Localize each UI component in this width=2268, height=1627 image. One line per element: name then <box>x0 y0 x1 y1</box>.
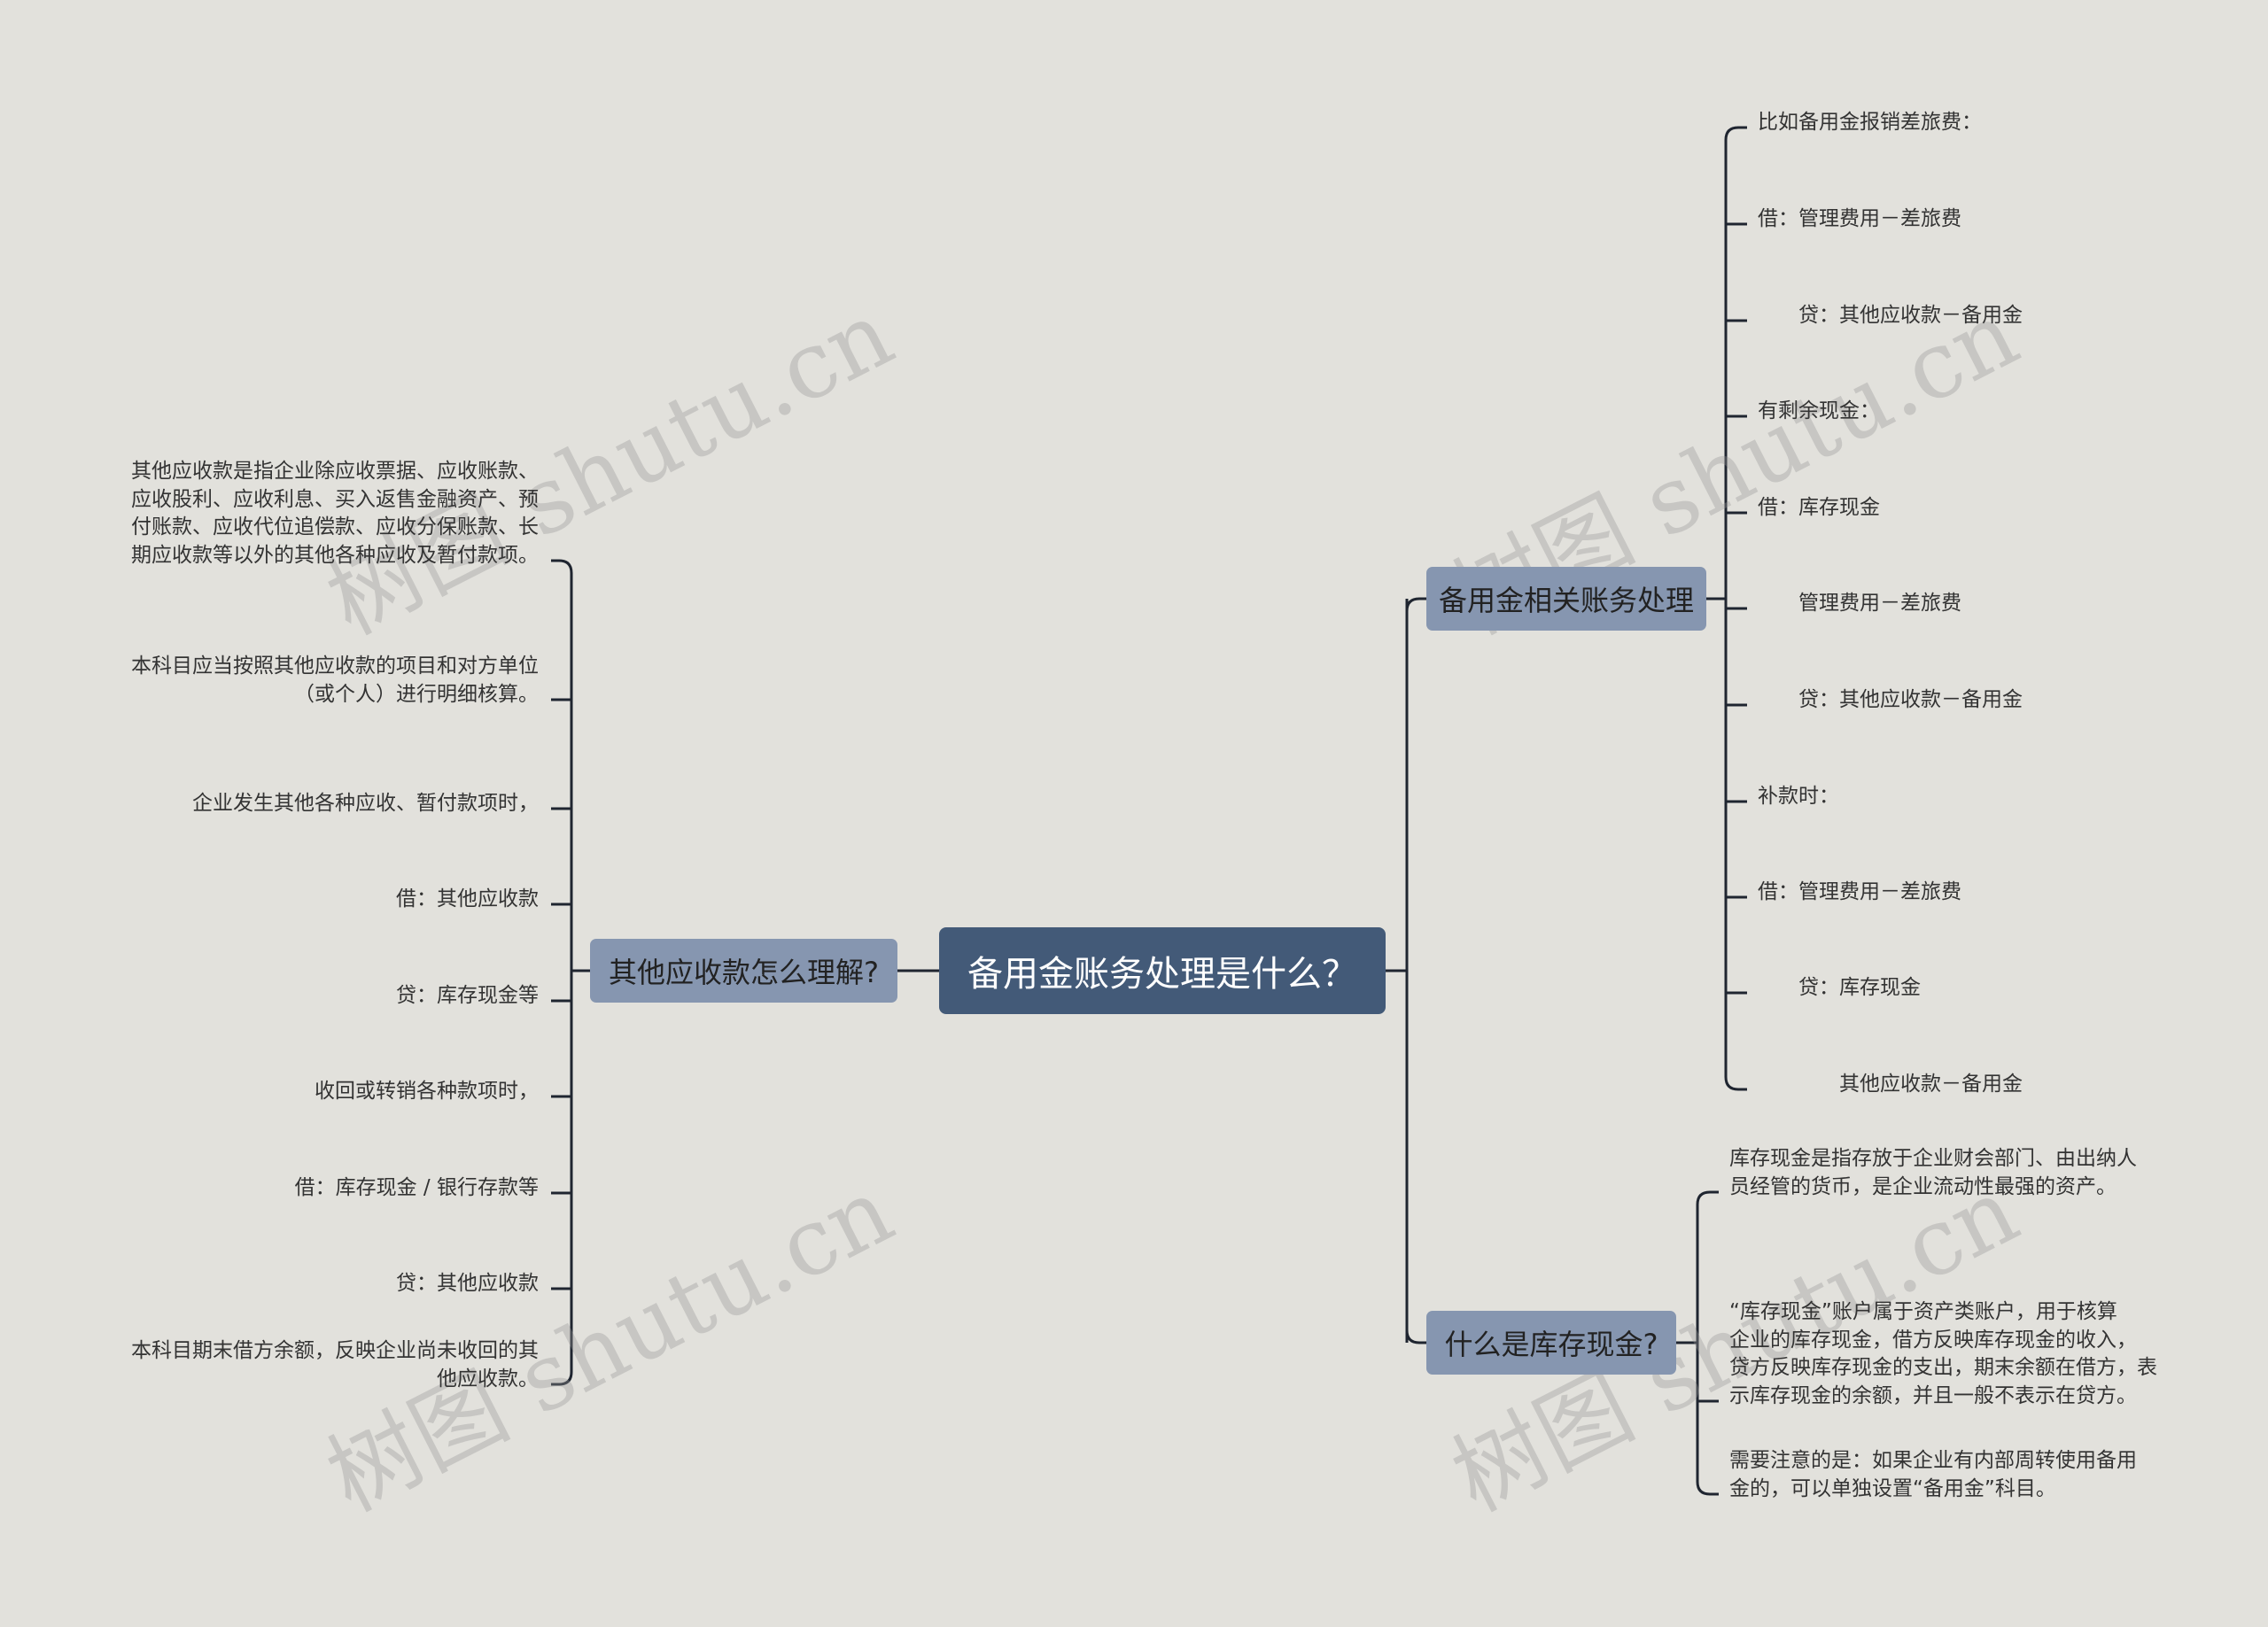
right-leaf-text: 管理费用－差旅费 <box>1758 591 1961 615</box>
right-leaf-text: 借：管理费用－差旅费 <box>1758 206 1961 230</box>
right-leaf-text: 有剩余现金： <box>1758 399 1880 422</box>
connector-line <box>1724 1076 1747 1091</box>
cash-leaf-text: “库存现金”账户属于资产类账户，用于核算 企业的库存现金，借方反映库存现金的收入… <box>1729 1300 2157 1407</box>
left-leaf-text: 借：库存现金 / 银行存款等 <box>294 1175 539 1199</box>
left-leaf-text: 贷：其他应收款 <box>396 1271 539 1295</box>
left-leaf-text: 收回或转销各种款项时， <box>315 1079 539 1103</box>
left-leaf-text: 其他应收款是指企业除应收票据、应收账款、 应收股利、应收利息、买入返售金融资产、… <box>131 460 539 567</box>
left-leaf-text: 本科目期末借方余额，反映企业尚未收回的其 他应收款。 <box>131 1339 539 1391</box>
branch-petty-cash-accounting[interactable]: 备用金相关账务处理 <box>1426 567 1706 631</box>
connector-line <box>551 559 573 574</box>
left-leaf-text: 企业发生其他各种应收、暂付款项时， <box>192 791 539 815</box>
left-leaf-text: 借：其他应收款 <box>396 887 539 910</box>
connector-line <box>551 1371 573 1386</box>
right-leaf-text: 贷：其他应收款－备用金 <box>1758 687 2023 711</box>
root-topic[interactable]: 备用金账务处理是什么？ <box>939 927 1386 1014</box>
left-leaf-text: 贷：库存现金等 <box>396 983 539 1007</box>
connector-line <box>1696 1481 1719 1496</box>
right-leaf-text: 比如备用金报销差旅费： <box>1758 110 1982 134</box>
branch-cash-on-hand[interactable]: 什么是库存现金? <box>1426 1311 1676 1375</box>
right-leaf-text: 贷：其他应收款－备用金 <box>1758 303 2023 327</box>
branch-other-receivables[interactable]: 其他应收款怎么理解? <box>590 939 897 1003</box>
right-leaf-text: 其他应收款－备用金 <box>1758 1072 2023 1096</box>
cash-leaf-text: 库存现金是指存放于企业财会部门、由出纳人 员经管的货币，是企业流动性最强的资产。 <box>1729 1147 2137 1198</box>
connector-line <box>1696 1190 1719 1205</box>
connector-line <box>1405 1329 1426 1344</box>
right-leaf-text: 借：管理费用－差旅费 <box>1758 879 1961 903</box>
connector-line <box>1724 126 1747 141</box>
cash-leaf-text: 需要注意的是：如果企业有内部周转使用备用 金的，可以单独设置“备用金”科目。 <box>1729 1449 2137 1500</box>
right-leaf-text: 借：库存现金 <box>1758 495 1880 519</box>
left-leaf-text: 本科目应当按照其他应收款的项目和对方单位 （或个人）进行明细核算。 <box>131 655 539 706</box>
right-leaf-text: 贷：库存现金 <box>1758 975 1921 999</box>
connector-line <box>1405 597 1426 612</box>
right-leaf-text: 补款时： <box>1758 784 1839 808</box>
